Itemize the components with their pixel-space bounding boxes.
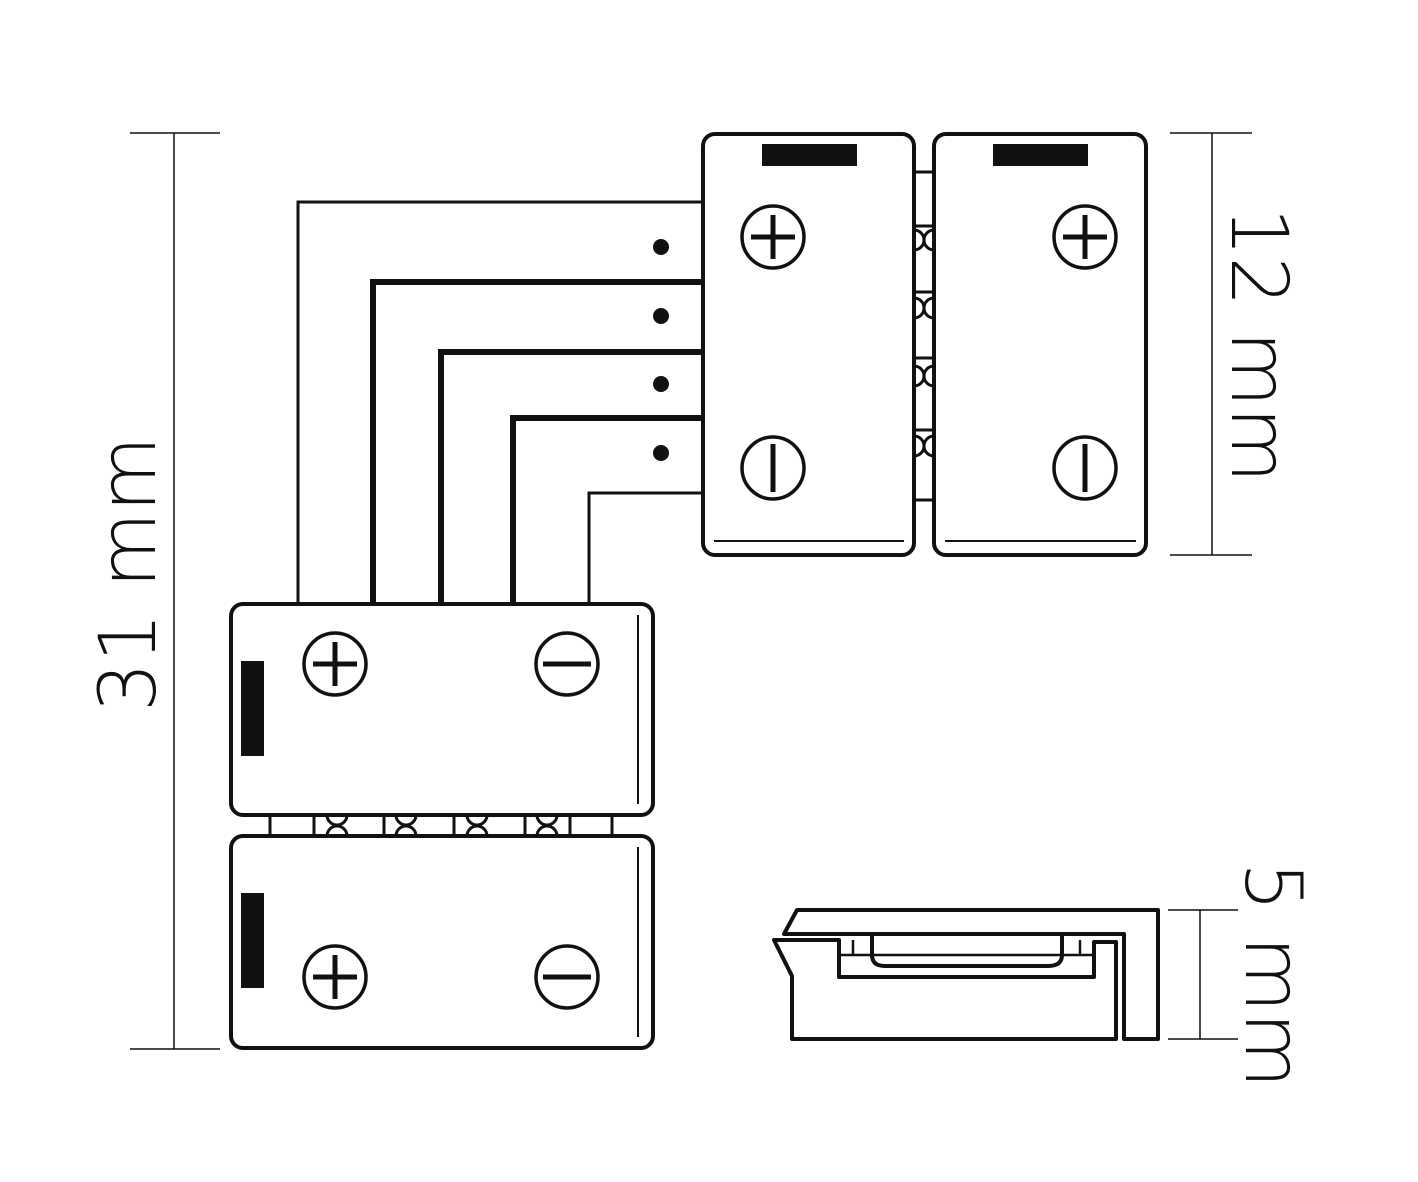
top-pin-gap: [913, 170, 935, 502]
plus-terminal-icon: [304, 946, 366, 1008]
top-connector-left: [701, 132, 916, 557]
plus-terminal-icon: [1054, 206, 1116, 268]
bottom-pin-gap: [268, 814, 614, 837]
side-profile-view: [772, 908, 1160, 1041]
wire-dots: [653, 239, 669, 461]
minus-terminal-icon: [1054, 437, 1116, 499]
dimension-label-12mm: 12 mm: [1213, 207, 1303, 483]
plus-terminal-icon: [742, 206, 804, 268]
ribbon-wires: [296, 200, 704, 604]
dimension-label-31mm: 31 mm: [84, 436, 174, 712]
dimension-31mm: [130, 132, 220, 1050]
top-connector-right: [932, 132, 1148, 557]
dimension-12mm: [1170, 132, 1252, 556]
minus-terminal-icon: [536, 946, 598, 1008]
minus-terminal-icon: [742, 437, 804, 499]
plus-terminal-icon: [304, 633, 366, 695]
bottom-connector-lower: [229, 834, 655, 1050]
bottom-connector-upper: [229, 602, 655, 817]
minus-terminal-icon: [536, 633, 598, 695]
dimension-label-5mm: 5 mm: [1227, 862, 1317, 1088]
dimension-5mm: [1168, 909, 1238, 1040]
